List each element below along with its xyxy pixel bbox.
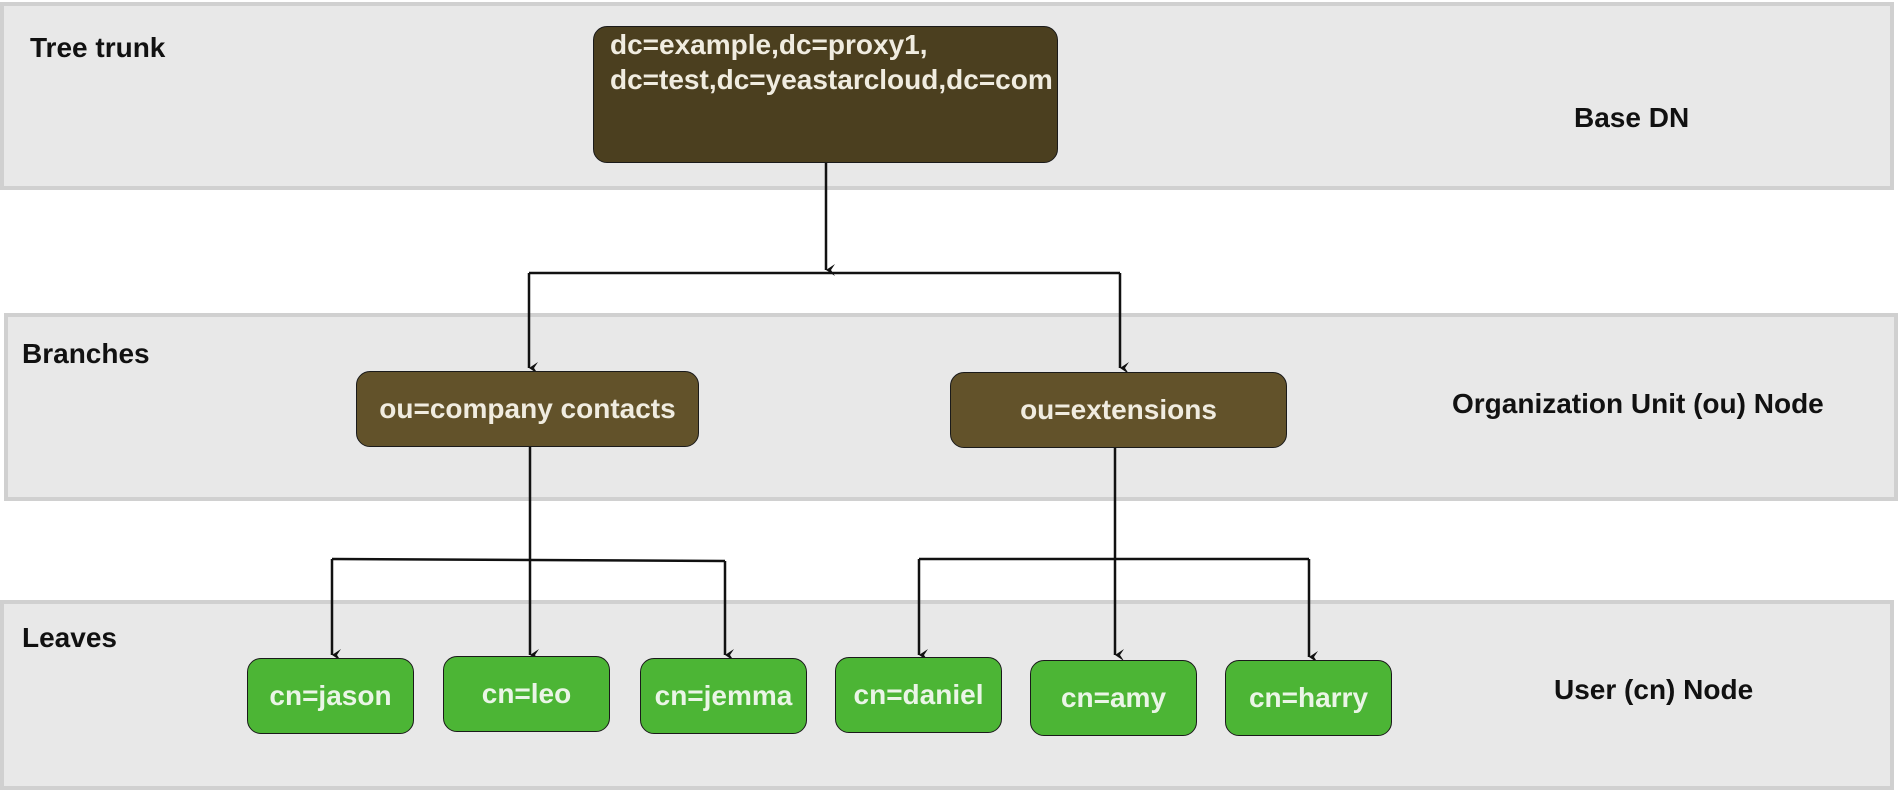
ou-company-contacts-node[interactable]: ou=company contacts xyxy=(356,371,699,447)
leaves-label: Leaves xyxy=(22,622,117,653)
cn-daniel-node[interactable]: cn=daniel xyxy=(835,657,1002,733)
ou-node-text: ou=extensions xyxy=(1020,394,1217,425)
base-dn-line2: dc=test,dc=yeastarcloud,dc=com xyxy=(610,64,1053,95)
cn-node-label: User (cn) Node xyxy=(1554,674,1754,705)
ou-node-text: ou=company contacts xyxy=(379,393,676,424)
connector-company-bar xyxy=(331,557,726,563)
branches-label: Branches xyxy=(22,338,150,369)
cn-node-text: cn=amy xyxy=(1060,682,1167,713)
tree-trunk-label: Tree trunk xyxy=(30,32,166,63)
cn-jason-node[interactable]: cn=jason xyxy=(247,658,414,734)
cn-jemma-node[interactable]: cn=jemma xyxy=(640,658,807,734)
cn-node-text: cn=harry xyxy=(1248,682,1369,713)
cn-harry-node[interactable]: cn=harry xyxy=(1225,660,1392,736)
cn-node-text: cn=jason xyxy=(269,680,392,711)
ou-node-label: Organization Unit (ou) Node xyxy=(1452,388,1824,419)
cn-node-text: cn=leo xyxy=(481,678,572,709)
cn-node-text: cn=jemma xyxy=(654,680,793,711)
cn-node-text: cn=daniel xyxy=(853,679,984,710)
base-dn-node[interactable]: dc=example,dc=proxy1, dc=test,dc=yeastar… xyxy=(593,26,1058,163)
cn-amy-node[interactable]: cn=amy xyxy=(1030,660,1197,736)
ou-extensions-node[interactable]: ou=extensions xyxy=(950,372,1287,448)
base-dn-label: Base DN xyxy=(1574,102,1690,133)
base-dn-line1: dc=example,dc=proxy1, xyxy=(610,29,928,60)
cn-leo-node[interactable]: cn=leo xyxy=(443,656,610,732)
